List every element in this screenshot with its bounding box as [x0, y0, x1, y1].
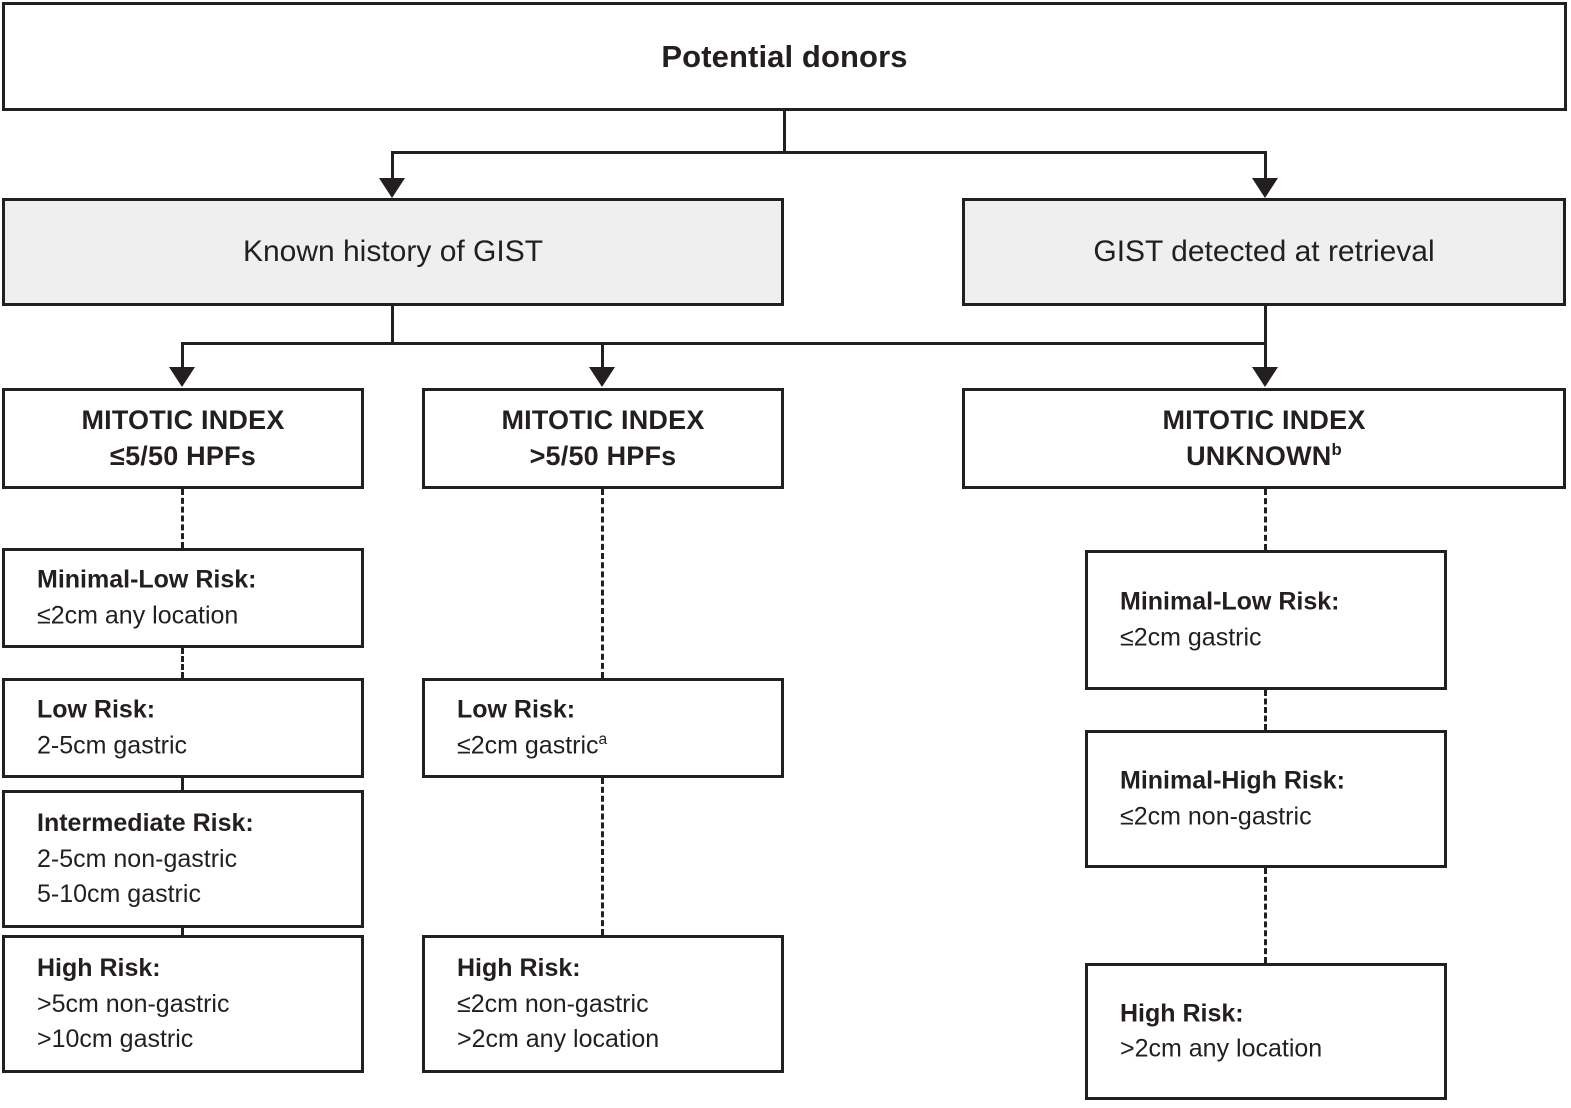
dashed-middle-seg-2 [601, 778, 604, 935]
dashed-left-seg-1 [181, 489, 184, 548]
risk-box-left-intermediate: Intermediate Risk: 2-5cm non-gastric 5-1… [2, 790, 364, 928]
risk-body: High Risk: ≤2cm non-gastric >2cm any loc… [457, 951, 771, 1058]
mitotic-index-unknown-label: MITOTIC INDEX UNKNOWNb [1162, 403, 1365, 475]
mitotic-low-line2: ≤5/50 HPFs [110, 440, 256, 471]
mitotic-unknown-line2: UNKNOWN [1186, 440, 1332, 471]
risk-body: High Risk: >5cm non-gastric >10cm gastri… [37, 951, 351, 1058]
mitotic-high-line1: MITOTIC INDEX [501, 404, 705, 435]
risk-box-left-minimal-low: Minimal-Low Risk: ≤2cm any location [2, 548, 364, 648]
connector-stage-right-stem [1264, 306, 1267, 378]
mitotic-low-line1: MITOTIC INDEX [81, 404, 285, 435]
mitotic-index-high-label: MITOTIC INDEX >5/50 HPFs [501, 403, 704, 475]
arrow-to-stage-left [379, 178, 405, 198]
risk-body: Minimal-Low Risk: ≤2cm gastric [1120, 585, 1434, 656]
risk-detail: ≤2cm non-gastric >2cm any location [457, 989, 660, 1053]
risk-detail-text: ≤2cm gastric [457, 731, 599, 759]
mitotic-unknown-footnote-marker: b [1331, 439, 1342, 459]
known-history-label: Known history of GIST [242, 235, 544, 268]
risk-detail: ≤2cm gastric [1120, 623, 1262, 651]
risk-detail: ≤2cm gastrica [457, 728, 771, 764]
risk-detail: >2cm any location [1120, 1034, 1323, 1063]
risk-body: High Risk: >2cm any location [1120, 996, 1434, 1067]
connector-branch-bar [181, 342, 1267, 345]
arrow-to-mitotic-1 [169, 367, 195, 387]
risk-body: Low Risk: ≤2cm gastrica [457, 693, 771, 764]
connector-to-mitotic-1 [181, 342, 184, 378]
risk-detail: 2-5cm gastric [37, 731, 188, 759]
node-mitotic-index-low: MITOTIC INDEX ≤5/50 HPFs [2, 388, 364, 489]
risk-box-right-minimal-high: Minimal-High Risk: ≤2cm non-gastric [1085, 730, 1447, 868]
risk-title: Minimal-Low Risk: [1120, 587, 1340, 616]
mitotic-unknown-line1: MITOTIC INDEX [1162, 404, 1366, 435]
gist-detected-label: GIST detected at retrieval [1093, 235, 1435, 268]
connector-to-mitotic-2 [601, 342, 604, 378]
risk-body: Intermediate Risk: 2-5cm non-gastric 5-1… [37, 806, 351, 913]
arrow-to-stage-right [1252, 178, 1278, 198]
risk-title: High Risk: [1120, 999, 1244, 1027]
dashed-left-seg-3 [181, 778, 184, 790]
risk-title: Minimal-High Risk: [1120, 766, 1346, 795]
dashed-left-seg-4 [181, 928, 184, 935]
connector-root-to-stage-right [1264, 151, 1267, 179]
arrow-to-mitotic-2 [589, 367, 615, 387]
risk-box-right-high: High Risk: >2cm any location [1085, 963, 1447, 1100]
dashed-right-seg-1 [1264, 489, 1267, 550]
dashed-right-seg-2 [1264, 690, 1267, 730]
risk-body: Minimal-Low Risk: ≤2cm any location [37, 563, 351, 634]
connector-root-bar [391, 151, 1267, 154]
arrow-to-mitotic-unknown [1252, 367, 1278, 387]
node-gist-detected-at-retrieval: GIST detected at retrieval [962, 198, 1566, 306]
node-known-history-of-gist: Known history of GIST [2, 198, 784, 306]
connector-stage-left-stem [391, 306, 394, 345]
node-potential-donors: Potential donors [2, 2, 1567, 111]
risk-title: Intermediate Risk: [37, 808, 254, 837]
risk-box-left-low: Low Risk: 2-5cm gastric [2, 678, 364, 778]
dashed-middle-seg-1 [601, 489, 604, 678]
mitotic-high-line2: >5/50 HPFs [529, 440, 677, 471]
mitotic-index-low-label: MITOTIC INDEX ≤5/50 HPFs [81, 403, 284, 475]
risk-detail: 2-5cm non-gastric 5-10cm gastric [37, 844, 238, 908]
risk-detail: ≤2cm any location [37, 601, 239, 629]
connector-root-to-stage-left [391, 151, 394, 179]
risk-title: Low Risk: [457, 695, 576, 724]
risk-box-right-minimal-low: Minimal-Low Risk: ≤2cm gastric [1085, 550, 1447, 690]
risk-title: High Risk: [457, 953, 581, 982]
risk-body: Minimal-High Risk: ≤2cm non-gastric [1120, 764, 1434, 835]
footnote-marker-a: a [598, 730, 608, 748]
dashed-left-seg-2 [181, 648, 184, 678]
risk-title: Low Risk: [37, 695, 156, 724]
risk-title: Minimal-Low Risk: [37, 565, 257, 594]
risk-detail: >5cm non-gastric >10cm gastric [37, 989, 230, 1053]
risk-detail: ≤2cm non-gastric [1120, 802, 1312, 830]
node-mitotic-index-unknown: MITOTIC INDEX UNKNOWNb [962, 388, 1566, 489]
risk-box-middle-high: High Risk: ≤2cm non-gastric >2cm any loc… [422, 935, 784, 1073]
risk-body: Low Risk: 2-5cm gastric [37, 693, 351, 764]
dashed-right-seg-3 [1264, 868, 1267, 963]
potential-donors-label: Potential donors [661, 38, 908, 74]
connector-root-stem [783, 111, 786, 153]
risk-box-left-high: High Risk: >5cm non-gastric >10cm gastri… [2, 935, 364, 1073]
risk-box-middle-low: Low Risk: ≤2cm gastrica [422, 678, 784, 778]
node-mitotic-index-high: MITOTIC INDEX >5/50 HPFs [422, 388, 784, 489]
risk-title: High Risk: [37, 953, 161, 982]
